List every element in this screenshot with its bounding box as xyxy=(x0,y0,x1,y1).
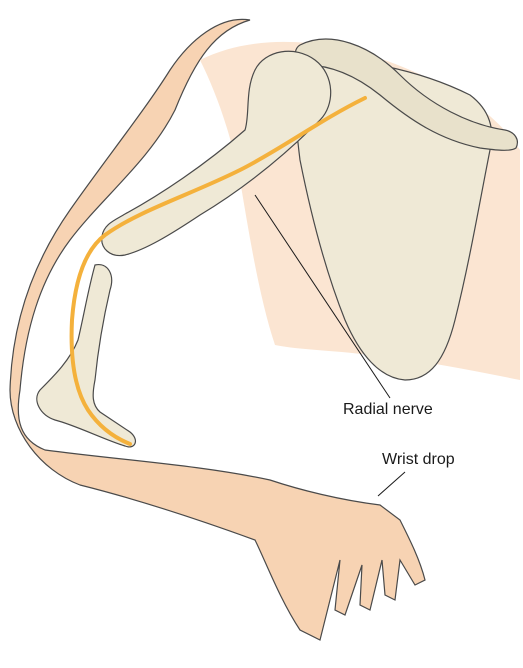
wrist-drop-leader-line xyxy=(378,472,405,496)
radial-nerve-label: Radial nerve xyxy=(343,402,433,418)
wrist-drop-label: Wrist drop xyxy=(382,452,455,468)
radius-ulna-bones xyxy=(37,265,136,447)
